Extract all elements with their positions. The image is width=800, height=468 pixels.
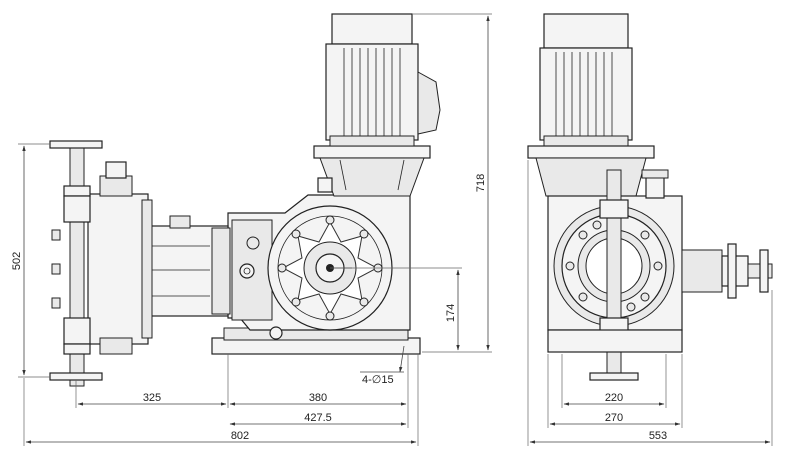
dim-427-5: 427.5 — [304, 412, 332, 424]
dim-174: 174 — [445, 304, 457, 322]
motor-cap — [331, 13, 413, 45]
handwheel — [727, 243, 737, 299]
dimension-lines: 502 718 174 4-∅15 325 380 427.5 802 — [11, 13, 773, 446]
side-base — [547, 329, 683, 353]
stroke-adjuster — [681, 249, 723, 293]
dim-270: 270 — [605, 412, 623, 424]
side-motor-flange — [527, 145, 655, 159]
dim-553: 553 — [649, 430, 667, 442]
motor-fins — [343, 48, 401, 136]
dim-502: 502 — [11, 252, 23, 270]
dim-802: 802 — [231, 430, 249, 442]
dim-bolt-holes: 4-∅15 — [362, 374, 394, 386]
dim-380: 380 — [309, 392, 327, 404]
pump-head — [87, 193, 149, 345]
side-bottom-flange — [589, 372, 639, 381]
front-view — [49, 13, 441, 387]
side-motor-cap — [543, 13, 629, 49]
dim-718: 718 — [475, 174, 487, 192]
side-view — [527, 13, 773, 381]
motor-body — [325, 43, 419, 141]
motor-flange — [313, 145, 431, 159]
top-flange — [49, 140, 103, 149]
valve-top — [99, 175, 133, 197]
side-motor-body — [539, 47, 633, 141]
bottom-flange — [49, 372, 103, 381]
terminal-box — [417, 71, 441, 135]
dim-325: 325 — [143, 392, 161, 404]
dim-220: 220 — [605, 392, 623, 404]
